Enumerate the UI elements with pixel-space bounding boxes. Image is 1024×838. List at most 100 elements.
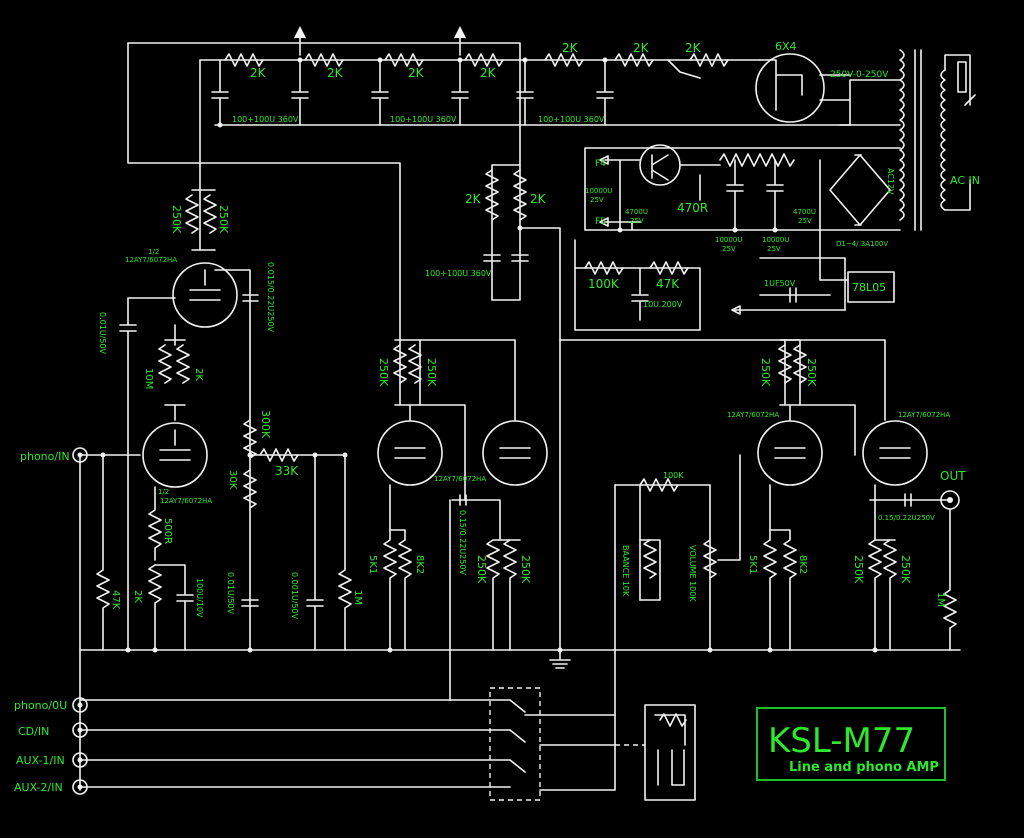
jack-label-phono-out: phono/0U bbox=[14, 699, 67, 712]
ground-bus bbox=[79, 454, 961, 791]
label-rail-2k-d: 2K bbox=[480, 66, 497, 80]
label-ph-c001c: 0.001U/50V bbox=[290, 572, 299, 620]
label-rail-2k-a: 2K bbox=[250, 66, 267, 80]
label-ph-250k-a: 250K bbox=[170, 205, 183, 234]
label-lr-1m: 1M bbox=[935, 592, 946, 607]
jack-label-out: OUT bbox=[940, 469, 966, 483]
label-ph-250k-b: 250K bbox=[217, 205, 230, 234]
label-c10000a-v: 25V bbox=[590, 196, 604, 204]
label-rail-2k-c: 2K bbox=[408, 66, 425, 80]
label-lr-cout: 0.15/0.22U250V bbox=[878, 514, 935, 522]
label-ph-tube-top-2: 12AY7/6072HA bbox=[125, 256, 177, 264]
label-lr-8k2: 8K2 bbox=[797, 555, 808, 574]
label-rectifier: 6X4 bbox=[775, 40, 797, 53]
label-ac-in: AC IN bbox=[950, 174, 980, 187]
label-lr-volume: VOLUME 100K bbox=[688, 545, 697, 602]
label-ph-2kb: 2K bbox=[132, 590, 143, 603]
label-ph-30k: 30K bbox=[227, 470, 238, 490]
label-ph-tube-top-1: 1/2 bbox=[148, 248, 159, 256]
label-10u: 10U 200V bbox=[643, 300, 683, 309]
junction-dots bbox=[100, 57, 878, 653]
label-ph-300k: 300K bbox=[259, 410, 272, 439]
input-jacks bbox=[72, 447, 88, 795]
mid-supply bbox=[483, 164, 895, 651]
jack-label-phono-in: phono/IN bbox=[20, 450, 70, 463]
line-stage-right bbox=[614, 339, 960, 716]
label-rail-2k-e: 2K bbox=[562, 41, 579, 55]
lv-supply bbox=[584, 144, 901, 231]
label-470r: 470R bbox=[677, 201, 708, 215]
label-rail-2k-f: 2K bbox=[633, 41, 650, 55]
title-block: KSL-M77 Line and phono AMP bbox=[756, 707, 946, 781]
title-block-title: KSL-M77 bbox=[768, 721, 915, 761]
label-100k: 100K bbox=[588, 277, 620, 291]
label-47k: 47K bbox=[656, 277, 680, 291]
label-ph-10m: 10M bbox=[143, 368, 154, 389]
label-c4700a: 4700U bbox=[625, 208, 648, 216]
label-lr-250k-d: 250K bbox=[899, 555, 912, 584]
label-lr-250k-b: 250K bbox=[805, 358, 818, 387]
label-rail-2k-g: 2K bbox=[685, 41, 702, 55]
power-transformer bbox=[899, 49, 976, 231]
label-ph-500r: 500R bbox=[162, 518, 173, 544]
label-ph-c0015: 0.015/0.22U250V bbox=[266, 262, 275, 333]
label-c10000c: 10000U bbox=[762, 236, 789, 244]
label-lr-tube-a: 12AY7/6072HA bbox=[727, 411, 779, 419]
label-ll-tube: 12AY7/6072HA bbox=[434, 475, 486, 483]
label-lr-100k: 100K bbox=[663, 471, 684, 480]
label-ll-250k-b: 250K bbox=[425, 358, 438, 387]
jack-label-aux2-in: AUX-2/IN bbox=[14, 781, 63, 794]
label-lr-5k1: 5K1 bbox=[747, 555, 758, 574]
label-lr-250k-c: 250K bbox=[852, 555, 865, 584]
label-ll-c0015: 0.15/0.22U250V bbox=[458, 510, 467, 575]
label-ph-c001b: 0.01U/50V bbox=[226, 572, 235, 615]
label-f5: F5 bbox=[595, 217, 606, 227]
label-c10000b: 10000U bbox=[715, 236, 742, 244]
line-stage-left bbox=[377, 339, 548, 701]
label-cap-c: 100+100U 360V bbox=[538, 115, 605, 124]
rail-capacitors bbox=[211, 59, 614, 126]
label-mid-2k-b: 2K bbox=[530, 192, 547, 206]
label-diodes: D1~4/ 3A100V bbox=[836, 240, 888, 248]
title-block-subtitle: Line and phono AMP bbox=[789, 760, 939, 775]
label-lr-balance: BAANCE 10K bbox=[621, 545, 630, 597]
label-ph-2k: 2K bbox=[193, 368, 204, 381]
label-ph-1m: 1M bbox=[352, 590, 363, 605]
label-ll-250k-a: 250K bbox=[377, 358, 390, 387]
rail-resistors bbox=[224, 26, 729, 79]
phono-stage bbox=[79, 189, 352, 651]
rectifier-tube bbox=[755, 53, 851, 123]
label-cap-b: 100+100U 360V bbox=[390, 115, 457, 124]
label-ll-250k-c: 250K bbox=[475, 555, 488, 584]
label-lr-tube-b: 12AY7/6072HA bbox=[898, 411, 950, 419]
label-rail-2k-b: 2K bbox=[327, 66, 344, 80]
label-ph-33k: 33K bbox=[275, 464, 299, 478]
label-ll-5k1: 5K1 bbox=[367, 555, 378, 574]
label-ph-tube-bot-2: 12AY7/6072HA bbox=[160, 497, 212, 505]
label-c4700b-v: 25V bbox=[798, 217, 812, 225]
label-ph-100u: 100U/10V bbox=[195, 578, 204, 618]
label-mid-2k-a: 2K bbox=[465, 192, 482, 206]
label-c4700b: 4700U bbox=[793, 208, 816, 216]
label-c4700a-v: 25V bbox=[630, 217, 644, 225]
label-cap-mid: 100+100U 360V bbox=[425, 269, 492, 278]
jack-label-cd-in: CD/IN bbox=[18, 725, 49, 738]
label-hv-winding: 250V-0-250V bbox=[830, 70, 889, 80]
label-ll-250k-d: 250K bbox=[519, 555, 532, 584]
label-1uf50v: 1UF50V bbox=[764, 279, 796, 288]
label-ph-47k: 47K bbox=[110, 590, 121, 610]
label-ph-c001: 0.01U/50V bbox=[98, 312, 107, 355]
jack-label-aux1-in: AUX-1/IN bbox=[16, 754, 65, 767]
label-ph-tube-bot-1: 1/2 bbox=[158, 488, 169, 496]
label-cap-a: 100+100U 360V bbox=[232, 115, 299, 124]
label-c10000b-v: 25V bbox=[722, 245, 736, 253]
label-c10000c-v: 25V bbox=[767, 245, 781, 253]
label-lr-250k-a: 250K bbox=[759, 358, 772, 387]
label-ll-8k2: 8K2 bbox=[414, 555, 425, 574]
label-ac12v: AC12V bbox=[886, 168, 895, 195]
label-c10000a: 10000U bbox=[585, 187, 612, 195]
input-selector bbox=[79, 687, 696, 801]
label-f4: F4 bbox=[595, 159, 606, 169]
label-78l05: 78L05 bbox=[852, 281, 886, 294]
